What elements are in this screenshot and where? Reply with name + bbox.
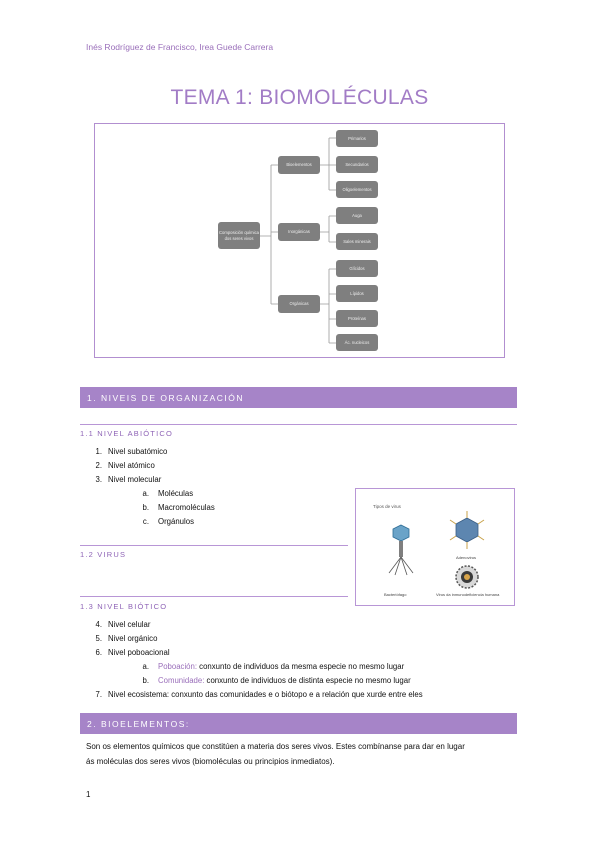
list-item: b.Macromoléculas xyxy=(142,503,215,512)
diagram-root-node: Composición química dos seres vivos xyxy=(218,222,260,249)
diagram-branch-node: Bioelementos xyxy=(278,156,320,174)
divider xyxy=(80,424,517,425)
section-heading-bar: 2. BIOELEMENTOS: xyxy=(80,713,517,734)
subsection-heading: 1.1 NIVEL ABIÓTICO xyxy=(80,429,174,438)
divider xyxy=(80,596,348,597)
diagram-branch-node: Inorgánicas xyxy=(278,223,320,241)
diagram-branch-node: Orgánicas xyxy=(278,295,320,313)
diagram-leaf-node: Glícidos xyxy=(336,260,378,277)
list-item: c.Orgánulos xyxy=(142,517,194,526)
term: Comunidade: xyxy=(158,676,205,685)
concept-diagram: Composición química dos seres vivos Bioe… xyxy=(94,123,505,358)
figure-label: Virus da inmunodeficiencia humana xyxy=(436,592,500,597)
virus-illustrations xyxy=(388,511,485,589)
page-number: 1 xyxy=(86,790,91,799)
figure-label: Adenovirus xyxy=(456,555,477,560)
list-item: 3.Nivel molecular xyxy=(95,475,162,484)
document-header-authors: Inés Rodríguez de Francisco, Irea Guede … xyxy=(86,42,274,52)
subsection-heading: 1.3 NIVEL BIÓTICO xyxy=(80,602,168,611)
paragraph: Son os elementos químicos que constitúen… xyxy=(86,742,465,766)
list-item: b. Comunidade: conxunto de individuos de… xyxy=(142,676,411,685)
section-heading-bar: 1. NIVEIS DE ORGANIZACIÓN xyxy=(80,387,517,408)
page-title: TEMA 1: BIOMOLÉCULAS xyxy=(170,86,429,109)
diagram-leaf-node: Proteínas xyxy=(336,310,378,327)
list-item: 6.Nivel poboacional xyxy=(95,648,170,657)
diagram-leaf-node: Primarios xyxy=(336,130,378,147)
diagram-leaf-node: Auga xyxy=(336,207,378,224)
list-item: 5.Nivel orgánico xyxy=(95,634,158,643)
diagram-connectors xyxy=(260,137,336,344)
list-item: a. Poboación: conxunto de individuos da … xyxy=(142,662,405,671)
section-heading: 1. NIVEIS DE ORGANIZACIÓN xyxy=(87,392,244,403)
term: Poboación: xyxy=(158,662,198,671)
section-heading: 2. BIOELEMENTOS: xyxy=(87,718,190,729)
list-item: a.Moléculas xyxy=(142,489,194,498)
diagram-leaf-node: Secundarios xyxy=(336,156,378,173)
list-item: 4.Nivel celular xyxy=(95,620,151,629)
diagram-leaf-node: Sales minerais xyxy=(336,233,378,250)
diagram-leaf-node: Ác. nucleicos xyxy=(336,334,378,351)
list-item: 1.Nivel subatómico xyxy=(95,447,168,456)
diagram-leaf-node: Oligoelementos xyxy=(336,181,378,198)
list-item: 2.Nivel atómico xyxy=(95,461,155,470)
virus-figure: Tipos de virus Bacteriófago Adenovirus V… xyxy=(355,488,515,606)
subsection-heading: 1.2 VIRUS xyxy=(80,550,127,559)
list-item: 7.Nivel ecosistema: conxunto das comunid… xyxy=(95,690,423,699)
figure-label: Bacteriófago xyxy=(384,592,407,597)
figure-title: Tipos de virus xyxy=(373,504,401,509)
divider xyxy=(80,545,348,546)
diagram-leaf-node: Lípidos xyxy=(336,285,378,302)
